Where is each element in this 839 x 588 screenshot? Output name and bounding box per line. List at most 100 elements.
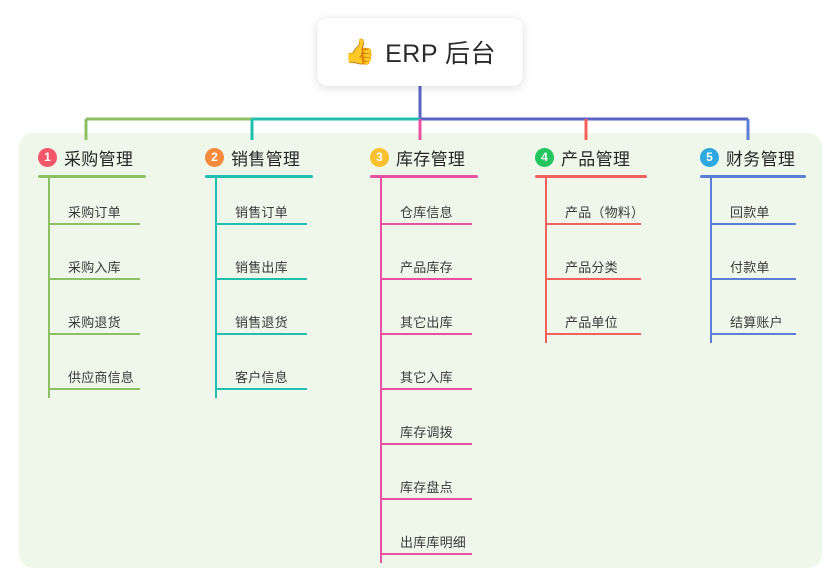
branch-title: 产品管理 <box>561 149 631 169</box>
branch-items: 回款单付款单结算账户 <box>710 178 806 343</box>
leaf-item[interactable]: 产品单位 <box>545 288 647 343</box>
leaf-item[interactable]: 产品（物料） <box>545 178 647 233</box>
leaf-item-label: 出库库明细 <box>400 535 467 550</box>
leaf-item-label: 销售订单 <box>235 205 288 220</box>
root-node[interactable]: 👍 ERP 后台 <box>317 18 523 86</box>
leaf-item-label: 其它入库 <box>400 370 453 385</box>
leaf-item-underline <box>215 223 307 225</box>
branch-spine <box>215 178 217 398</box>
branch-spine <box>380 178 382 563</box>
leaf-item-underline <box>48 388 140 390</box>
branch-header-3[interactable]: 3 库存管理 <box>370 144 478 170</box>
leaf-item-underline <box>380 278 472 280</box>
leaf-item-underline <box>48 278 140 280</box>
leaf-item-underline <box>380 443 472 445</box>
branch-spine <box>48 178 50 398</box>
branch-header-1[interactable]: 1 采购管理 <box>38 144 146 170</box>
leaf-item-label: 采购订单 <box>68 205 121 220</box>
leaf-item-underline <box>545 278 641 280</box>
branch-number-badge: 1 <box>38 147 57 167</box>
branch-underline <box>370 175 478 178</box>
leaf-item-underline <box>380 333 472 335</box>
branch-number-badge: 3 <box>370 147 389 167</box>
branch-items: 仓库信息产品库存其它出库其它入库库存调拨库存盘点出库库明细 <box>380 178 478 563</box>
leaf-item-label: 销售退货 <box>235 315 288 330</box>
branch-title: 销售管理 <box>231 149 301 169</box>
branch-header-5[interactable]: 5 财务管理 <box>700 144 806 170</box>
branch-underline <box>700 175 806 178</box>
leaf-item-label: 产品（物料） <box>565 205 645 220</box>
leaf-item-label: 结算账户 <box>730 315 783 330</box>
leaf-item-underline <box>380 553 472 555</box>
branch-number-badge: 5 <box>700 147 719 167</box>
leaf-item[interactable]: 产品库存 <box>380 233 478 288</box>
leaf-item-underline <box>545 223 641 225</box>
leaf-item-label: 仓库信息 <box>400 205 453 220</box>
leaf-item[interactable]: 客户信息 <box>215 343 313 398</box>
leaf-item-underline <box>710 223 796 225</box>
leaf-item[interactable]: 供应商信息 <box>48 343 146 398</box>
leaf-item-underline <box>215 388 307 390</box>
branch-header-2[interactable]: 2 销售管理 <box>205 144 313 170</box>
leaf-item-label: 库存调拨 <box>400 425 453 440</box>
leaf-item-underline <box>380 388 472 390</box>
leaf-item-underline <box>380 498 472 500</box>
leaf-item[interactable]: 销售订单 <box>215 178 313 233</box>
leaf-item-label: 客户信息 <box>235 370 288 385</box>
leaf-item-underline <box>380 223 472 225</box>
thumbs-up-icon: 👍 <box>343 37 376 66</box>
leaf-item-label: 付款单 <box>730 260 770 275</box>
leaf-item[interactable]: 结算账户 <box>710 288 806 343</box>
branch-underline <box>38 175 146 178</box>
branch-items: 采购订单采购入库采购退货供应商信息 <box>48 178 146 398</box>
leaf-item[interactable]: 销售退货 <box>215 288 313 343</box>
leaf-item-label: 库存盘点 <box>400 480 453 495</box>
branch-spine <box>710 178 712 343</box>
leaf-item-underline <box>710 278 796 280</box>
leaf-item[interactable]: 出库库明细 <box>380 508 478 563</box>
branch-3: 3 库存管理仓库信息产品库存其它出库其它入库库存调拨库存盘点出库库明细 <box>370 144 478 563</box>
leaf-item-underline <box>545 333 641 335</box>
branch-5: 5 财务管理回款单付款单结算账户 <box>700 144 806 343</box>
branch-items: 产品（物料） 产品分类产品单位 <box>545 178 647 343</box>
leaf-item-underline <box>48 333 140 335</box>
branch-2: 2 销售管理销售订单销售出库销售退货客户信息 <box>205 144 313 398</box>
leaf-item[interactable]: 库存盘点 <box>380 453 478 508</box>
leaf-item-label: 供应商信息 <box>68 370 135 385</box>
branch-title: 库存管理 <box>396 149 466 169</box>
leaf-item[interactable]: 销售出库 <box>215 233 313 288</box>
branch-header-4[interactable]: 4 产品管理 <box>535 144 647 170</box>
leaf-item-underline <box>48 223 140 225</box>
leaf-item[interactable]: 付款单 <box>710 233 806 288</box>
leaf-item[interactable]: 库存调拨 <box>380 398 478 453</box>
leaf-item[interactable]: 采购入库 <box>48 233 146 288</box>
branch-number-badge: 2 <box>205 147 224 167</box>
leaf-item[interactable]: 其它入库 <box>380 343 478 398</box>
branch-title: 采购管理 <box>64 149 134 169</box>
leaf-item[interactable]: 采购订单 <box>48 178 146 233</box>
leaf-item-label: 其它出库 <box>400 315 453 330</box>
branch-title: 财务管理 <box>726 149 796 169</box>
leaf-item-underline <box>215 278 307 280</box>
leaf-item[interactable]: 仓库信息 <box>380 178 478 233</box>
leaf-item[interactable]: 其它出库 <box>380 288 478 343</box>
branch-number-badge: 4 <box>535 147 554 167</box>
leaf-item-label: 采购入库 <box>68 260 121 275</box>
leaf-item-underline <box>215 333 307 335</box>
leaf-item-label: 产品库存 <box>400 260 453 275</box>
branch-spine <box>545 178 547 343</box>
root-title: ERP 后台 <box>385 40 497 68</box>
leaf-item-label: 产品分类 <box>565 260 618 275</box>
leaf-item[interactable]: 采购退货 <box>48 288 146 343</box>
branches-panel <box>19 133 822 568</box>
leaf-item[interactable]: 回款单 <box>710 178 806 233</box>
leaf-item[interactable]: 产品分类 <box>545 233 647 288</box>
branch-4: 4 产品管理产品（物料） 产品分类产品单位 <box>535 144 647 343</box>
branch-1: 1 采购管理采购订单采购入库采购退货供应商信息 <box>38 144 146 398</box>
leaf-item-underline <box>710 333 796 335</box>
branch-underline <box>205 175 313 178</box>
leaf-item-label: 产品单位 <box>565 315 618 330</box>
branch-items: 销售订单销售出库销售退货客户信息 <box>215 178 313 398</box>
branch-underline <box>535 175 647 178</box>
